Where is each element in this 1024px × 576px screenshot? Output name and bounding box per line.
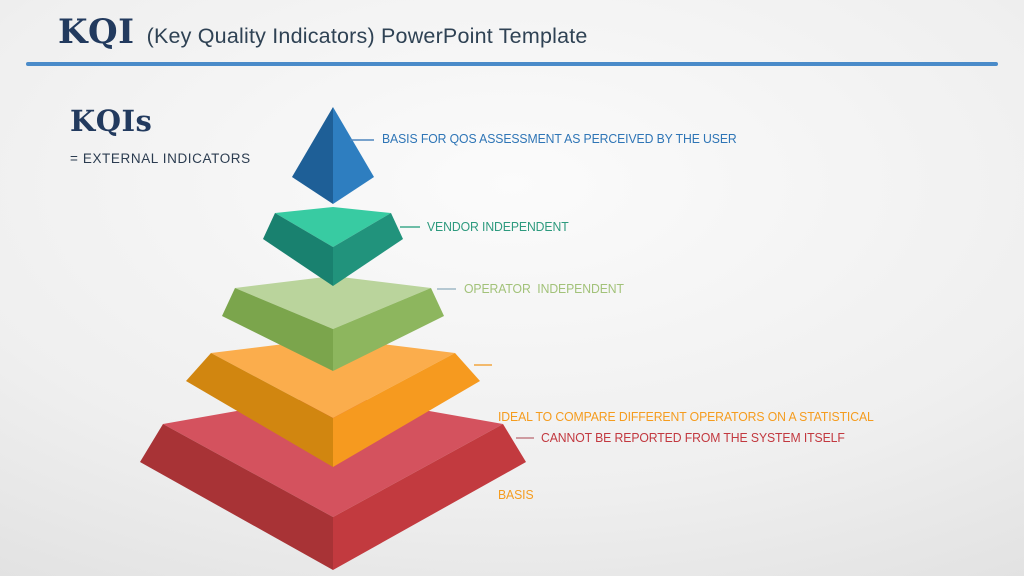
level5-right-face xyxy=(333,424,526,570)
level5-left-face xyxy=(140,424,333,570)
level2-label: VENDOR INDEPENDENT xyxy=(427,219,569,234)
level1-right-face xyxy=(333,107,374,204)
slide-header: KQI (Key Quality Indicators) PowerPoint … xyxy=(58,12,588,52)
level4-label-line2: BASIS xyxy=(498,487,534,502)
level1-label: BASIS FOR QOS ASSESSMENT AS PERCEIVED BY… xyxy=(382,131,737,146)
level4-top-face xyxy=(211,338,455,418)
kqis-heading: KQIs xyxy=(70,104,153,138)
level4-left-face xyxy=(186,353,333,467)
level2-right-face xyxy=(333,213,403,286)
pyramid-segment-2 xyxy=(263,207,420,286)
page-title: KQI xyxy=(58,12,135,52)
level4-label: IDEAL TO COMPARE DIFFERENT OPERATORS ON … xyxy=(498,352,874,560)
level5-label: CANNOT BE REPORTED FROM THE SYSTEM ITSEL… xyxy=(541,430,845,445)
kqis-subheading: = EXTERNAL INDICATORS xyxy=(70,151,251,166)
pyramid-segment-4 xyxy=(186,338,492,467)
level2-left-face xyxy=(263,213,333,286)
level3-label: OPERATOR INDEPENDENT xyxy=(464,281,624,296)
level1-left-face xyxy=(292,107,333,204)
level4-label-line1: IDEAL TO COMPARE DIFFERENT OPERATORS ON … xyxy=(498,409,874,424)
pyramid-segment-1 xyxy=(292,107,374,204)
page-subtitle: (Key Quality Indicators) PowerPoint Temp… xyxy=(146,24,588,48)
level3-right-face xyxy=(333,288,444,371)
title-underline xyxy=(26,62,998,66)
pyramid-segment-3 xyxy=(222,276,456,371)
level2-top-face xyxy=(275,207,391,247)
level4-right-face xyxy=(333,353,480,467)
level3-left-face xyxy=(222,288,333,371)
level3-top-face xyxy=(235,276,431,329)
